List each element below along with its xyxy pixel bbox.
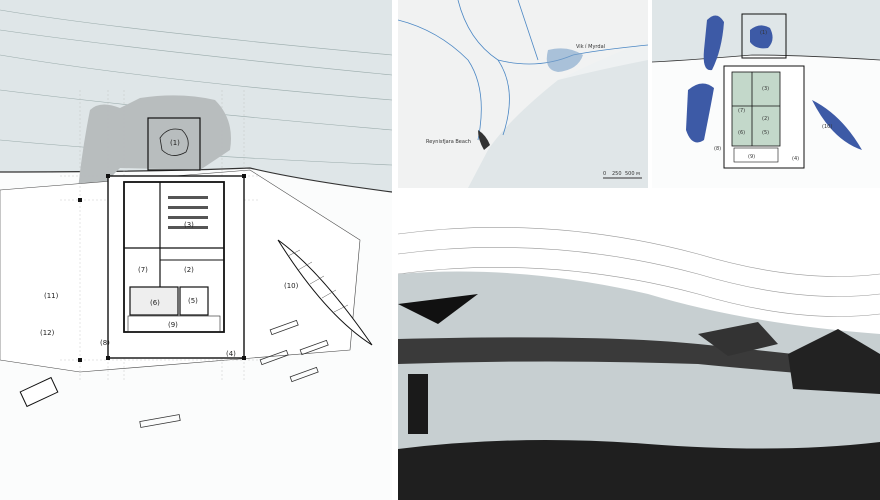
mini-label-9: (9) — [748, 154, 755, 160]
room-label-9: (9) — [168, 321, 178, 329]
perspective-render — [398, 227, 880, 500]
location-map: Vik í Myrdal Reynisfjara Beach 0 250 500… — [398, 0, 648, 188]
mini-label-5: (5) — [762, 130, 769, 136]
mini-label-7: (7) — [738, 108, 745, 114]
road — [398, 337, 880, 379]
building-left — [698, 322, 778, 356]
room-label-11: (11) — [44, 292, 59, 300]
colored-plan-panel: (1) (2) (3) (4) (5) (6) (7) (8) (9) (10) — [652, 0, 880, 188]
room-label-6: (6) — [150, 299, 160, 307]
map-label-village: Vik í Myrdal — [576, 43, 605, 50]
scale-mid: 250 — [612, 171, 622, 177]
location-map-panel: Vik í Myrdal Reynisfjara Beach 0 250 500… — [398, 0, 648, 188]
room-labels: (1) (2) (3) (4) (5) (6) (7) (8) (9) (10)… — [40, 139, 299, 358]
room-label-12: (12) — [40, 329, 55, 337]
mini-label-4: (4) — [792, 156, 799, 162]
room-label-1: (1) — [170, 139, 180, 147]
perspective-render-panel — [398, 194, 880, 500]
scale-end: 500 м — [625, 171, 640, 177]
scale-zero: 0 — [603, 171, 606, 177]
floor-plan-drawing: (1) (2) (3) (4) (5) (6) (7) (8) (9) (10)… — [0, 0, 392, 428]
mini-label-1: (1) — [760, 30, 767, 36]
room-label-10: (10) — [284, 282, 299, 290]
room-label-8: (8) — [100, 339, 110, 347]
scale-bar: 0 250 500 м — [603, 171, 642, 179]
water-body — [703, 15, 724, 71]
building-right — [788, 329, 880, 394]
mini-label-3: (3) — [762, 86, 769, 92]
room-label-3: (3) — [184, 221, 194, 229]
mini-label-6: (6) — [738, 130, 745, 136]
rock-outcrop — [78, 95, 231, 226]
lookout-tower — [408, 374, 428, 434]
room-label-5: (5) — [188, 297, 198, 305]
room-label-4: (4) — [226, 350, 236, 358]
boat-fill — [812, 100, 862, 150]
colored-plan: (1) (2) (3) (4) (5) (6) (7) (8) (9) (10) — [652, 0, 880, 169]
mini-label-2: (2) — [762, 116, 769, 122]
mini-label-10: (10) — [822, 124, 832, 130]
room-label-7: (7) — [138, 266, 148, 274]
map-label-beach: Reynisfjara Beach — [426, 139, 471, 145]
mini-label-8: (8) — [714, 146, 721, 152]
foreground-rock — [398, 440, 880, 500]
room-fill — [731, 71, 781, 147]
room-label-2: (2) — [184, 266, 194, 274]
floor-plan-panel: (1) (2) (3) (4) (5) (6) (7) (8) (9) (10)… — [0, 0, 392, 500]
